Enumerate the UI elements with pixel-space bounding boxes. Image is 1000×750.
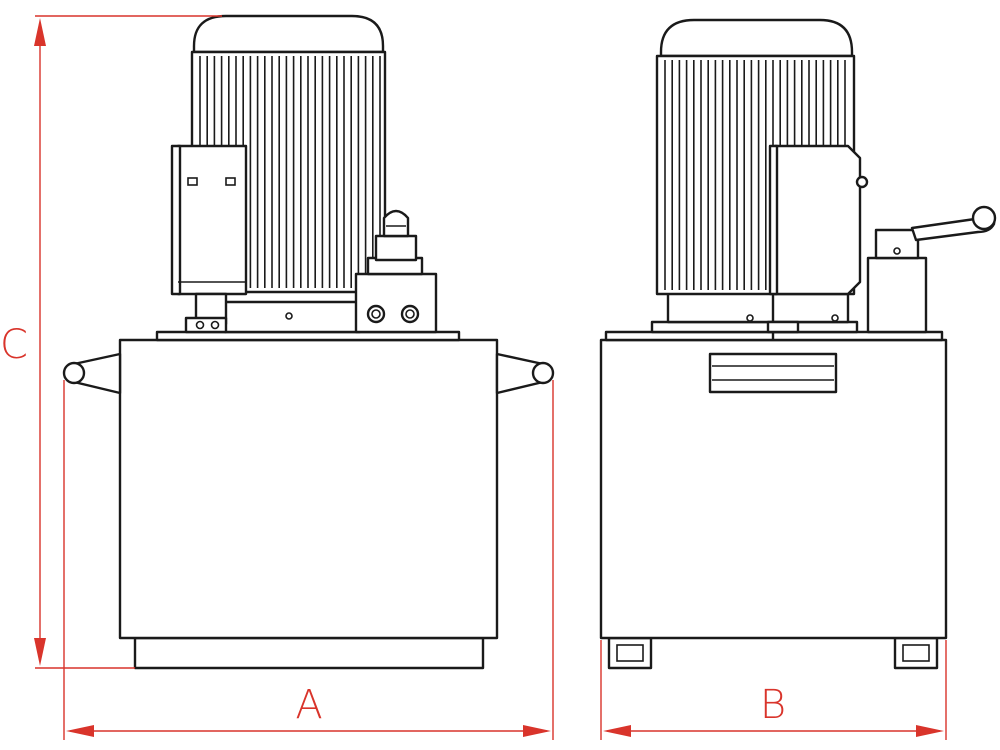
front-tank-plinth xyxy=(133,636,485,670)
side-motor-flange xyxy=(650,320,859,334)
dimension-depth xyxy=(600,640,947,740)
front-view xyxy=(62,14,555,670)
side-view xyxy=(599,18,997,670)
front-valve-block xyxy=(354,209,438,334)
side-valve-assembly xyxy=(866,205,997,334)
front-terminal-box xyxy=(170,144,248,296)
front-electric-motor xyxy=(190,14,387,294)
side-right-foot xyxy=(893,636,939,670)
front-tank-body xyxy=(118,338,499,640)
dimension-label-depth: B xyxy=(760,682,786,728)
dimension-lines xyxy=(34,15,947,740)
dimension-width xyxy=(63,380,554,740)
dimension-label-width: A xyxy=(295,682,322,728)
side-terminal-box xyxy=(766,144,869,340)
front-cover-plate xyxy=(155,330,461,342)
front-left-handle xyxy=(62,352,122,395)
dimension-label-height: C xyxy=(0,322,28,368)
side-oil-level-window xyxy=(708,352,838,394)
side-left-foot xyxy=(607,636,653,670)
dimension-height xyxy=(34,15,222,669)
front-right-handle xyxy=(495,352,555,395)
